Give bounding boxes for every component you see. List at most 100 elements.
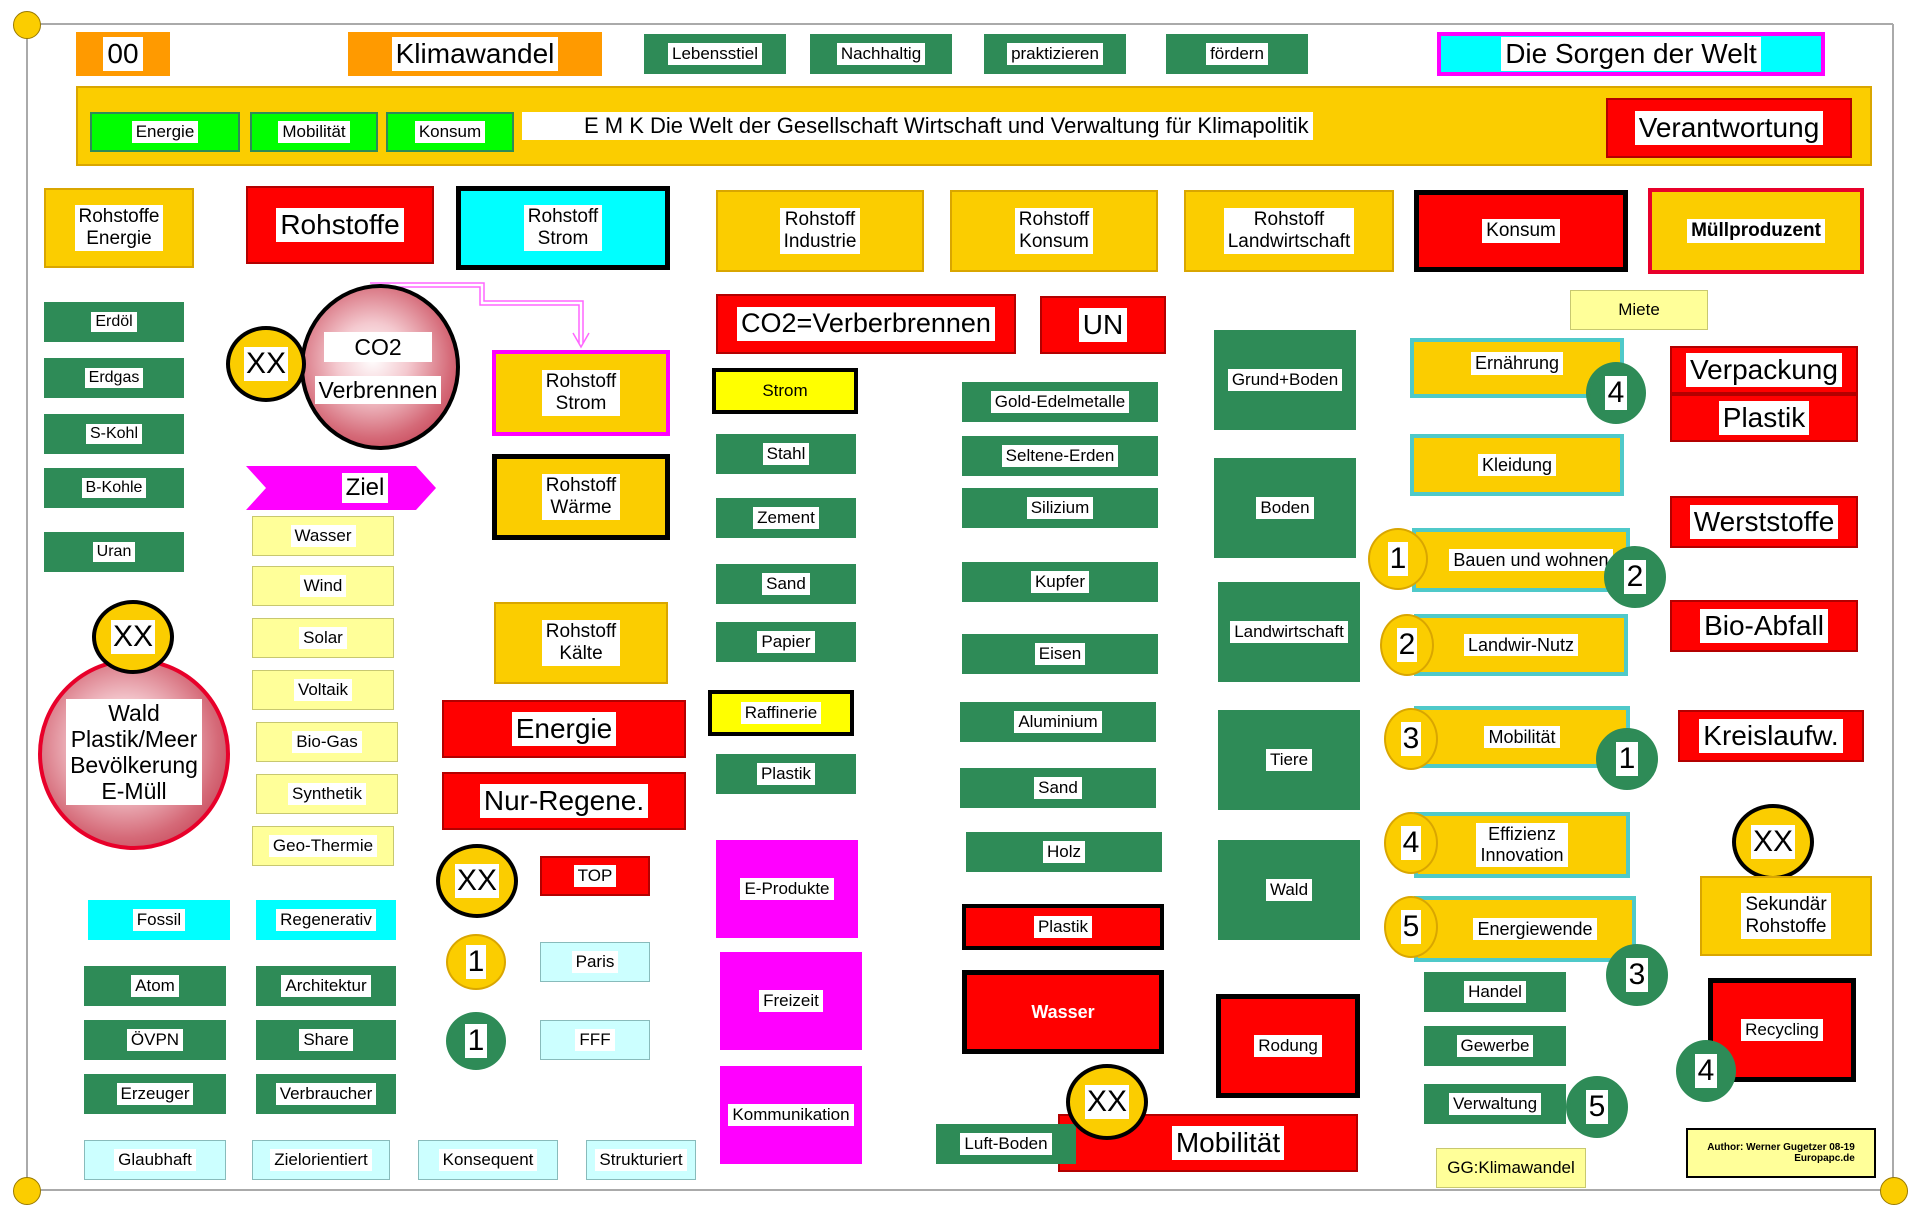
land-grund-boden: Grund+Boden	[1214, 330, 1356, 430]
rohstoffe: Rohstoffe	[246, 186, 434, 264]
nur-regene-box: Nur-Regene.	[442, 772, 686, 830]
grid-oevpn: ÖVPN	[84, 1020, 226, 1060]
land-rodung: Rodung	[1216, 994, 1360, 1098]
energie-box: Energie	[442, 700, 686, 758]
industry-zement: Zement	[716, 498, 856, 538]
material-eisen: Eisen	[962, 634, 1158, 674]
banner-chip-energie: Energie	[90, 112, 240, 152]
fff-badge: 1	[446, 1012, 506, 1070]
responsibility-box: Verantwortung	[1606, 98, 1852, 158]
materials-xx-badge: XX	[1066, 1064, 1148, 1140]
rohstoffe-energie: Rohstoffe Energie	[44, 188, 194, 268]
grid-atom: Atom	[84, 966, 226, 1006]
fossil-item-uran: Uran	[44, 532, 184, 572]
tag-praktizieren: praktizieren	[984, 34, 1126, 74]
consum-mobilitaet: Mobilität	[1414, 706, 1630, 768]
magenta-freizeit: Freizeit	[720, 952, 862, 1050]
industry-stahl: Stahl	[716, 434, 856, 474]
sector-verwaltung: Verwaltung	[1424, 1084, 1566, 1124]
gg-box: GG:Klimawandel	[1436, 1148, 1586, 1188]
material-gold: Gold-Edelmetalle	[962, 382, 1158, 422]
value-glaubhaft: Glaubhaft	[84, 1140, 226, 1180]
renew-item-voltaik: Voltaik	[252, 670, 394, 710]
consum-badge-left-5: 5	[1384, 896, 1438, 958]
industry-papier: Papier	[716, 622, 856, 662]
value-konsequent: Konsequent	[418, 1140, 558, 1180]
header-topic: Klimawandel	[391, 36, 559, 72]
ziel-label-box: Ziel	[330, 472, 400, 504]
luft-boden-box: Luft-Boden	[936, 1124, 1076, 1164]
material-kupfer: Kupfer	[962, 562, 1158, 602]
waste-verpackung: Verpackung	[1670, 346, 1858, 394]
material-wasser: Wasser	[962, 970, 1164, 1054]
consum-kleidung: Kleidung	[1410, 434, 1624, 496]
consum-badge-left-4: 4	[1384, 812, 1438, 874]
banner-chip-mobilitaet: Mobilität	[250, 112, 378, 152]
value-strukturiert: Strukturiert	[586, 1140, 696, 1180]
renew-item-solar: Solar	[252, 618, 394, 658]
responsibility-text: Verantwortung	[1634, 110, 1824, 146]
grid-architektur: Architektur	[256, 966, 396, 1006]
rohstoff-waerme: Rohstoff Wärme	[492, 454, 670, 540]
material-sand: Sand	[960, 768, 1156, 808]
paris-box: Paris	[540, 942, 650, 982]
land-wald: Wald	[1218, 840, 1360, 940]
waste-xx-badge: XX	[1732, 804, 1814, 880]
material-plastik: Plastik	[962, 904, 1164, 950]
material-aluminium: Aluminium	[960, 702, 1156, 742]
ziel-arrow	[246, 466, 436, 510]
banner-title: E M K Die Welt der Gesellschaft Wirtscha…	[522, 112, 1313, 140]
consum-badge-right-4: 4	[1586, 362, 1646, 424]
waste-plastik: Plastik	[1670, 394, 1858, 442]
tag-foerdern: fördern	[1166, 34, 1308, 74]
consum-badge-left-1: 1	[1368, 528, 1428, 590]
corner-dot-bl	[13, 1177, 41, 1205]
consum-landwirnutz: Landwir-Nutz	[1414, 614, 1628, 676]
consum-badge-left-3: 3	[1384, 708, 1438, 770]
grid-verbraucher: Verbraucher	[256, 1074, 396, 1114]
miete-box: Miete	[1570, 290, 1708, 330]
wald-label: Wald Plastik/Meer Bevölkerung E-Müll	[66, 699, 202, 805]
fossil-label: Fossil	[88, 900, 230, 940]
ziel-label: Ziel	[341, 473, 389, 503]
banner-chip-konsum: Konsum	[386, 112, 514, 152]
consum-badge-right-2: 2	[1604, 546, 1666, 608]
paris-badge: 1	[446, 934, 506, 990]
consum-effizienz: Effizienz Innovation	[1414, 812, 1630, 878]
wald-xx-badge: XX	[92, 600, 174, 674]
top-box: TOP	[540, 856, 650, 896]
consum-bauen: Bauen und wohnen	[1412, 528, 1630, 592]
co2-xx-badge: XX	[226, 326, 306, 402]
header-number: 00	[103, 36, 143, 72]
industry-plastik: Plastik	[716, 754, 856, 794]
sector-badge: 5	[1566, 1076, 1628, 1138]
header-topic-box: Klimawandel	[348, 32, 602, 76]
material-holz: Holz	[966, 832, 1162, 872]
rohstoff-industrie: Rohstoff Industrie	[716, 190, 924, 272]
magenta-kommunikation: Kommunikation	[720, 1066, 862, 1164]
waste-bioabfall: Bio-Abfall	[1670, 600, 1858, 652]
banner-title-box: E M K Die Welt der Gesellschaft Wirtscha…	[522, 110, 1422, 142]
sector-gewerbe: Gewerbe	[1424, 1026, 1566, 1066]
waste-sekundaer: Sekundär Rohstoffe	[1700, 876, 1872, 956]
rohstoff-konsum: Rohstoff Konsum	[950, 190, 1158, 272]
land-tiere: Tiere	[1218, 710, 1360, 810]
rohstoff-strom-2: Rohstoff Strom	[492, 350, 670, 436]
tag-lebensstiel: Lebensstiel	[644, 34, 786, 74]
corner-dot-br	[1880, 1177, 1908, 1205]
industry-sand: Sand	[716, 564, 856, 604]
consum-badge-right-1: 1	[1596, 728, 1658, 790]
consum-energiewende: Energiewende	[1414, 896, 1636, 962]
worry-box: Die Sorgen der Welt	[1437, 32, 1825, 76]
waste-wertstoffe: Werststoffe	[1670, 496, 1858, 548]
rohstoff-strom: Rohstoff Strom	[456, 186, 670, 270]
consum-badge-left-2: 2	[1380, 614, 1434, 676]
renew-item-synthetik: Synthetik	[256, 774, 398, 814]
header-number-box: 00	[76, 32, 170, 76]
fossil-item-erdoel: Erdöl	[44, 302, 184, 342]
rohstoff-kaelte: Rohstoff Kälte	[494, 602, 668, 684]
grid-share: Share	[256, 1020, 396, 1060]
fossil-item-skohl: S-Kohl	[44, 414, 184, 454]
